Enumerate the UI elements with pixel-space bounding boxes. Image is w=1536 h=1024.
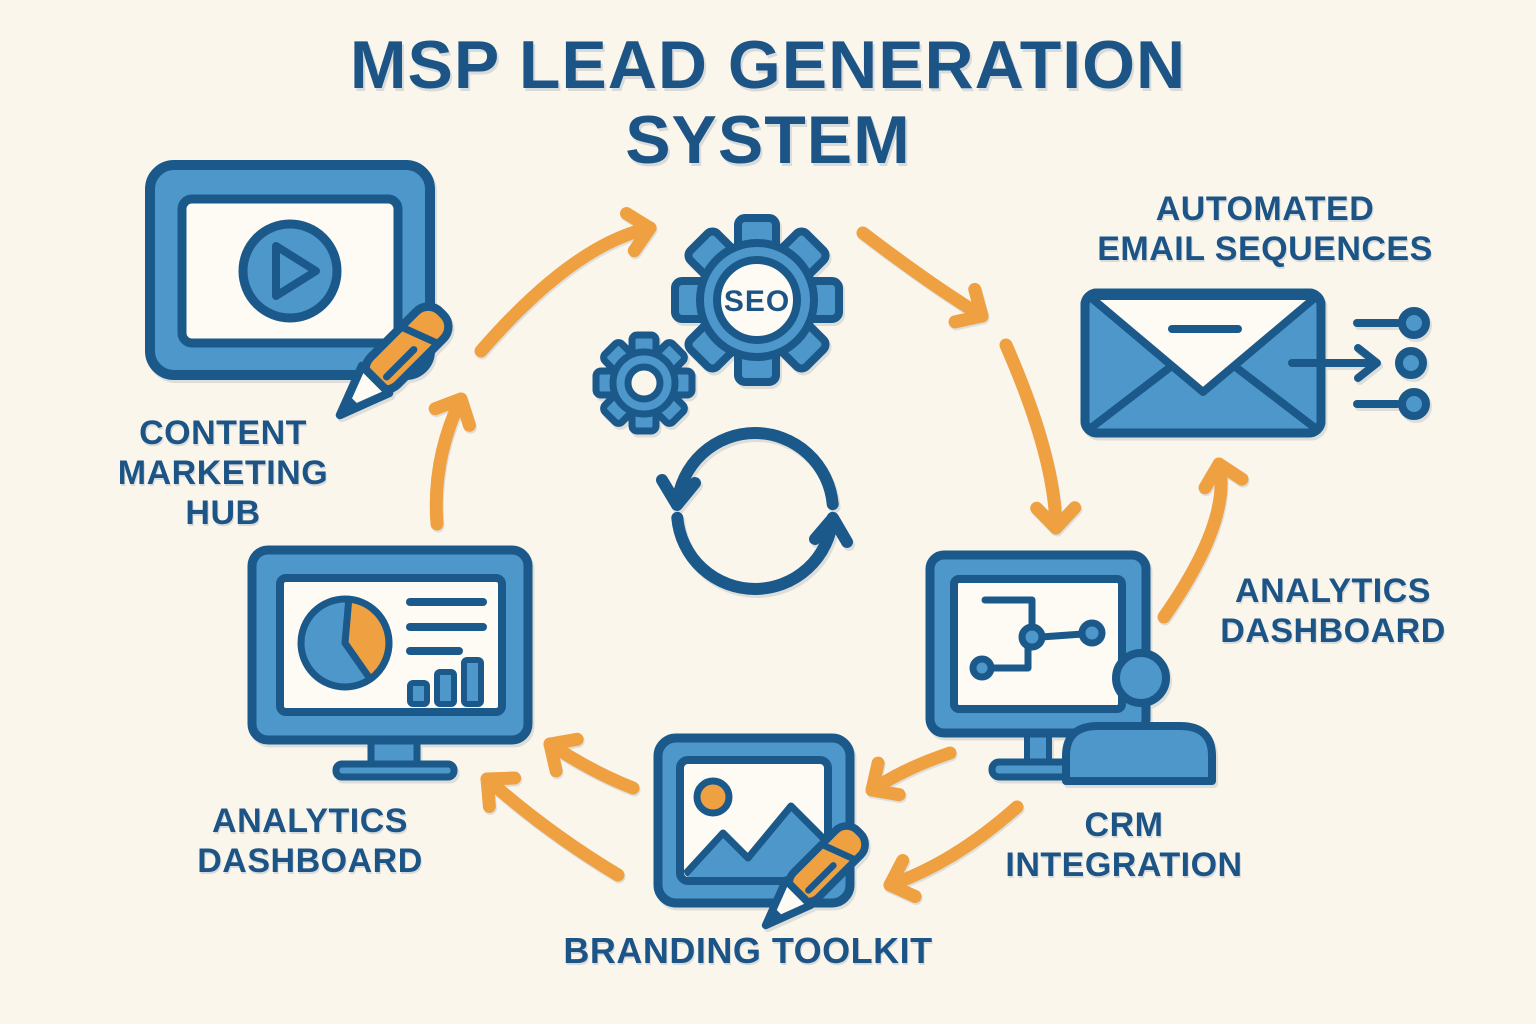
sun-icon	[693, 777, 733, 817]
mountains-icon	[684, 802, 824, 877]
crm-monitor-user-icon	[925, 550, 1216, 785]
pie-chart-icon	[297, 595, 393, 691]
crm-integration-label: CRM INTEGRATION	[1005, 806, 1243, 884]
analytics-dashboard-left-label: ANALYTICS DASHBOARD	[197, 802, 423, 880]
pencil-icon	[335, 302, 453, 420]
automated-email-sequences-label: AUTOMATED EMAIL SEQUENCES	[1097, 190, 1433, 268]
arrow-branding-to-analytics-top	[543, 732, 640, 795]
arrow-analytics-to-contenthub	[428, 392, 476, 531]
text-lines-icon	[406, 598, 487, 655]
arrow-crm-to-branding-top	[865, 746, 957, 802]
flow-arrows	[428, 207, 1249, 903]
bar-chart-icon	[407, 657, 484, 707]
page-title: MSP LEAD GENERATION SYSTEM	[349, 27, 1187, 178]
cycle-arrows-icon	[656, 427, 853, 595]
analytics-monitor-icon	[247, 545, 533, 781]
image-pencil-icon	[653, 733, 869, 930]
flowchart-icon	[969, 596, 1106, 681]
large-gear-icon: SEO	[671, 214, 843, 386]
video-tablet-pencil-icon	[145, 160, 453, 420]
arrow-crm-to-email	[1157, 457, 1249, 624]
branding-toolkit-label: BRANDING TOOLKIT	[563, 930, 933, 971]
content-marketing-hub-label: CONTENT MARKETING HUB	[117, 414, 329, 532]
analytics-dashboard-right-label: ANALYTICS DASHBOARD	[1220, 572, 1446, 650]
seo-label: SEO	[724, 285, 790, 318]
arrow-contenthub-to-seo	[474, 207, 657, 358]
envelope-send-icon	[1080, 288, 1430, 438]
small-gear-icon	[592, 331, 696, 435]
arrow-crm-to-branding-bottom	[883, 800, 1024, 903]
send-lines-icon	[1288, 307, 1430, 420]
arrow-branding-to-analytics-bottom	[480, 771, 625, 882]
arrow-email-to-crm	[999, 338, 1082, 535]
person-icon	[1062, 649, 1216, 785]
pencil-icon	[761, 822, 869, 930]
seo-gears-icon: SEO	[592, 214, 843, 435]
arrow-seo-to-email	[856, 226, 989, 329]
